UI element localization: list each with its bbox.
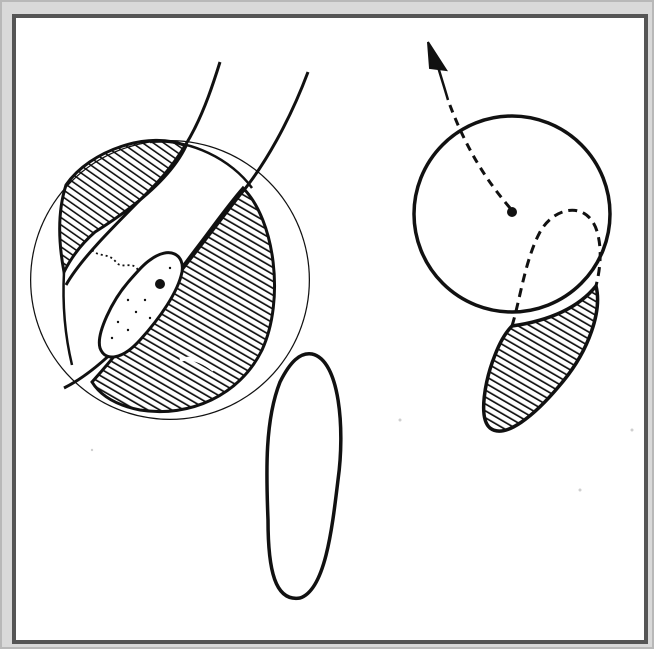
left-cell (30, 62, 310, 420)
dotted-path (92, 250, 138, 270)
elongated-oval (267, 354, 341, 599)
scan-specks (91, 419, 634, 492)
arrowhead-icon (428, 42, 446, 70)
outer-circle-arc-left (63, 272, 72, 365)
right-cell (414, 42, 610, 431)
nucleus-dot (155, 279, 165, 289)
middle-shape (267, 354, 341, 599)
